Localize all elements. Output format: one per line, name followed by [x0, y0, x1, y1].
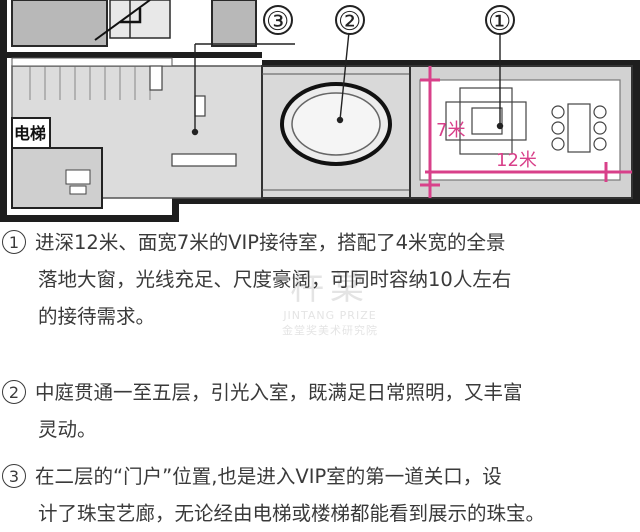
marker-3: ③: [263, 5, 293, 37]
dim-depth-label: 12米: [496, 150, 537, 171]
dimension-lines: [420, 66, 632, 198]
caption-2-number: 2: [2, 380, 26, 404]
dining-table: [551, 103, 607, 153]
caption-3-number: 3: [2, 464, 26, 488]
sofa-set: [445, 87, 527, 155]
svg-text:①: ①: [488, 7, 511, 37]
elevator-label: 电梯: [14, 124, 46, 143]
outer-walls: [0, 0, 640, 222]
caption-1-line-1: 进深12米、面宽7米的VIP接待室，搭配了4米宽的全景: [35, 231, 506, 254]
caption-3-line-1: 在二层的“门户”位置,也是进入VIP室的第一道关口，设: [35, 465, 502, 488]
caption-1-line-3: 的接待需求。: [38, 305, 156, 328]
marker-1: ①: [485, 5, 515, 37]
marker-2: ②: [335, 5, 365, 37]
svg-text:③: ③: [266, 7, 289, 37]
caption-1-line-2: 落地大窗，光线充足、尺度豪阔，可同时容纳10人左右: [38, 268, 512, 291]
caption-2-line-1: 中庭贯通一至五层，引光入室，既满足日常照明，又丰富: [35, 381, 523, 404]
elevator-shaft: [11, 117, 51, 149]
caption-1-number: 1: [2, 230, 26, 254]
caption-2: 2 中庭贯通一至五层，引光入室，既满足日常照明，又丰富 灵动。: [0, 374, 640, 448]
floor-plan: 电梯 7米 12米: [0, 0, 640, 222]
caption-1: 1 进深12米、面宽7米的VIP接待室，搭配了4米宽的全景 落地大窗，光线充足、…: [0, 224, 640, 335]
svg-text:②: ②: [338, 7, 361, 37]
caption-3: 3 在二层的“门户”位置,也是进入VIP室的第一道关口，设 计了珠宝艺廊，无论经…: [0, 458, 640, 532]
caption-3-line-2: 计了珠宝艺廊，无论经由电梯或楼梯都能看到展示的珠宝。: [38, 502, 546, 525]
service-rooms: [11, 0, 257, 47]
caption-2-line-2: 灵动。: [38, 418, 97, 441]
dim-width-label: 7米: [436, 120, 465, 141]
